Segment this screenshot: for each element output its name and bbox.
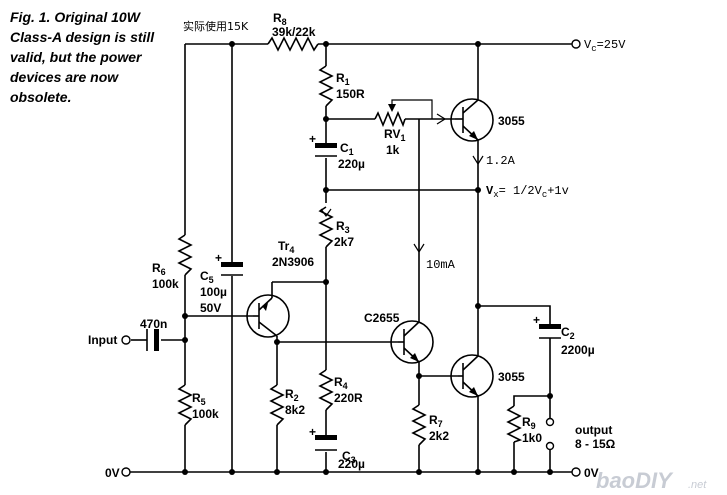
tr4-name: Tr4 [278, 239, 294, 255]
current-output-label: 1.2A [486, 154, 516, 168]
r9-name: R9 [522, 415, 536, 431]
vx-label: Vx= 1/2Vc+1v [486, 184, 569, 200]
c3-name: C3 [342, 449, 356, 465]
r4-value: 220R [334, 391, 363, 405]
r3-value: 2k7 [334, 235, 354, 249]
r9-value: 1k0 [522, 431, 542, 445]
c1-name: C1 [340, 141, 354, 157]
svg-text:.net: .net [688, 479, 707, 491]
transistor-c2655 [390, 320, 434, 364]
input-terminal[interactable] [121, 335, 131, 345]
resistor-r8 [267, 36, 319, 52]
resistor-r5 [177, 384, 193, 426]
resistor-r1 [318, 65, 334, 107]
caption-line-5: obsolete. [10, 89, 71, 105]
rv1-value: 1k [386, 143, 400, 157]
wiring [130, 43, 572, 473]
c5-value: 100µ [200, 285, 227, 299]
resistor-r9 [506, 405, 523, 443]
r2-value: 8k2 [285, 403, 305, 417]
capacitor-c2: + [533, 313, 561, 339]
r1-value: 150R [336, 87, 365, 101]
svg-text:+: + [215, 251, 222, 265]
caption-line-4: devices are now [10, 69, 119, 85]
note-actual-value: 实际使用15K [183, 19, 249, 33]
c2-value: 2200µ [561, 343, 595, 357]
r3-name: R3 [336, 219, 350, 235]
ground-left-label: 0V [105, 466, 120, 480]
resistor-r2 [269, 384, 285, 426]
c2-name: C2 [561, 325, 575, 341]
r7-name: R7 [429, 413, 443, 429]
r7-value: 2k2 [429, 429, 449, 443]
resistor-r6 [177, 234, 193, 276]
output-label: output [575, 423, 612, 437]
capacitor-c1: + [309, 132, 337, 157]
r5-value: 100k [192, 407, 219, 421]
terminals [121, 39, 581, 477]
svg-text:+: + [533, 313, 540, 327]
resistor-r3 [318, 206, 334, 248]
c2655-label: C2655 [364, 311, 400, 325]
rv1-name: RV1 [384, 127, 405, 143]
input-label: Input [88, 333, 117, 347]
transistor-3055-top [450, 98, 494, 142]
output-load-label: 8 - 15Ω [575, 437, 616, 451]
output-terminal-negative[interactable] [545, 441, 555, 451]
ground-right-label: 0V [584, 466, 599, 480]
labels: 实际使用15K R8 39k/22k Vc=25V R1 150R RV1 1k… [88, 11, 626, 480]
resistor-r7 [411, 404, 427, 446]
current-arrows [320, 113, 484, 254]
q-bottom-label: 3055 [498, 370, 525, 384]
caption-line-1: Fig. 1. Original 10W [10, 9, 142, 25]
resistor-r4 [318, 369, 334, 411]
r8-name: R8 [273, 11, 287, 27]
ground-right-terminal[interactable] [571, 467, 581, 477]
output-terminal-positive[interactable] [545, 417, 555, 427]
tr4-value: 2N3906 [272, 255, 314, 269]
vc-label: Vc=25V [584, 38, 626, 54]
c1-value: 220µ [338, 157, 365, 171]
caption-line-2: Class-A design is still [10, 29, 155, 45]
r5-name: R5 [192, 391, 206, 407]
capacitor-c5: + [215, 251, 243, 276]
r8-value: 39k/22k [272, 25, 316, 39]
ground-left-terminal[interactable] [121, 467, 131, 477]
watermark: baoDIY .net [596, 468, 707, 493]
c5-voltage: 50V [200, 301, 221, 315]
caption-line-3: valid, but the power [10, 49, 143, 65]
vc-terminal[interactable] [571, 39, 581, 49]
potentiometer-rv1 [374, 104, 406, 128]
svg-text:baoDIY: baoDIY [596, 468, 674, 493]
q-top-label: 3055 [498, 114, 525, 128]
transistor-tr4 [246, 294, 290, 338]
r6-name: R6 [152, 261, 166, 277]
r4-name: R4 [334, 375, 348, 391]
r1-name: R1 [336, 71, 350, 87]
capacitor-input [146, 329, 159, 351]
capacitor-c3: + [309, 425, 337, 451]
transistor-3055-bottom [450, 348, 494, 398]
figure-caption: Fig. 1. Original 10W Class-A design is s… [10, 9, 155, 105]
svg-text:+: + [309, 425, 316, 439]
junctions [182, 41, 553, 475]
current-driver-label: 10mA [426, 258, 456, 272]
input-cap-value: 470n [140, 317, 167, 331]
c5-name: C5 [200, 269, 214, 285]
r2-name: R2 [285, 387, 299, 403]
r6-value: 100k [152, 277, 179, 291]
svg-text:+: + [309, 132, 316, 146]
c3-value: 220µ [338, 457, 365, 471]
